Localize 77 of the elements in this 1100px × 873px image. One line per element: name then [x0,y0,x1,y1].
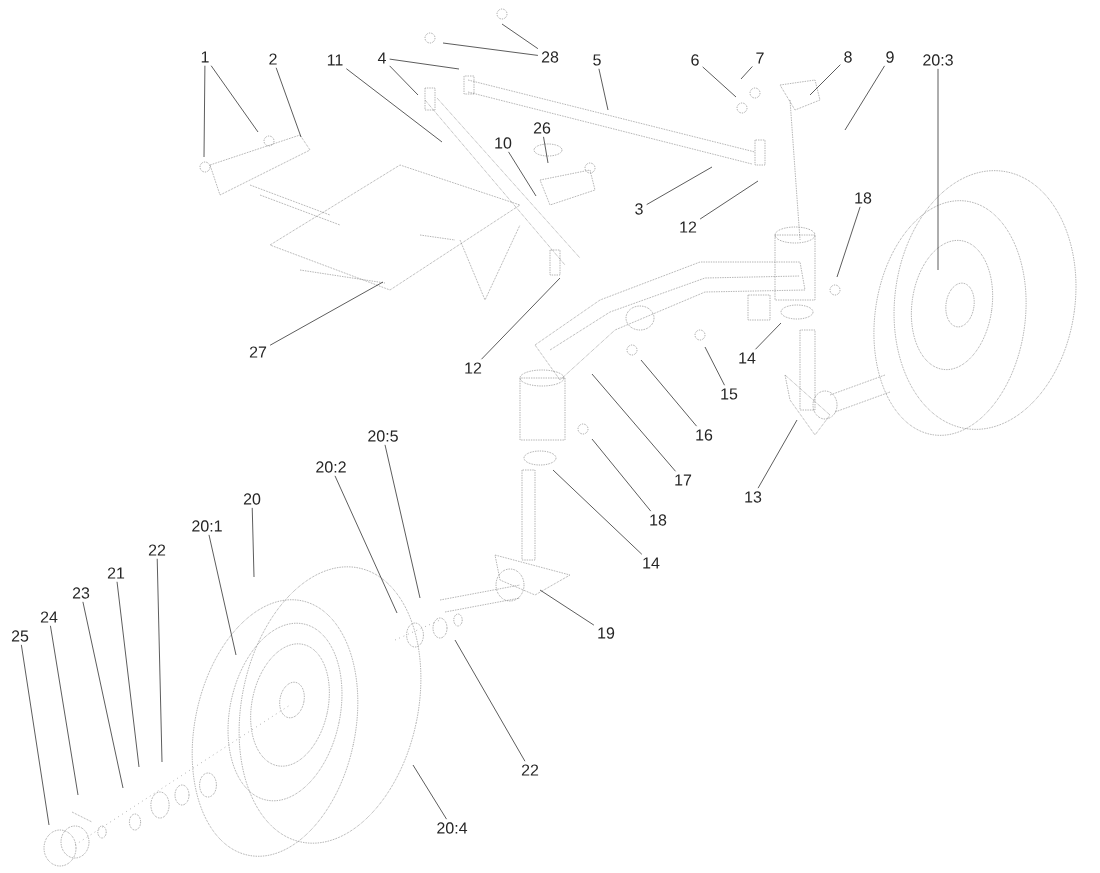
leader-line [836,206,861,278]
callout-number: 14 [643,557,660,569]
leader-line [454,639,526,762]
leader-line [334,475,398,614]
leader-line [937,68,939,271]
leader-line [757,419,798,489]
callout-number: 20:3 [923,54,953,66]
leader-line [543,136,549,164]
leader-line [552,469,643,555]
callout-number: 12 [465,362,482,374]
leader-line [269,281,384,346]
callout-number: 10 [495,137,512,149]
callout-number: 25 [11,630,29,642]
callout-number: 28 [541,51,559,63]
callout-number: 8 [844,51,852,63]
leader-line [598,68,609,111]
leader-line [591,438,652,512]
callout-number: 19 [598,627,615,639]
leader-line [203,65,206,158]
leader-line [704,346,725,386]
callout-number: 6 [691,54,699,66]
callout-number: 18 [855,192,872,204]
leader-line [539,589,595,626]
callout-number: 15 [721,388,738,400]
leader-line [508,151,537,197]
callout-number: 14 [739,352,756,364]
leader-line [156,558,163,763]
callout-number: 5 [593,54,601,66]
callout-number: 24 [40,611,58,623]
callout-number: 11 [327,54,343,66]
callout-number: 20:5 [368,430,398,442]
leader-line [412,764,447,820]
callout-number: 2 [269,53,277,65]
leader-line [389,58,460,70]
leader-line [389,65,419,96]
leader-line [442,42,539,56]
leader-line [755,322,782,350]
callout-number: 4 [377,52,386,64]
callout-number: 22 [148,544,166,556]
callout-number: 18 [650,514,667,526]
leader-line [251,507,255,578]
callout-number: 26 [533,122,551,134]
callout-number: 1 [201,51,209,63]
leader-line [208,534,237,656]
callout-number: 20 [243,493,261,505]
callout-number: 9 [886,51,894,63]
callout-number: 16 [696,429,713,441]
leader-line [702,66,737,98]
leader-line [809,64,841,96]
leader-line [20,644,50,826]
callout-number: 13 [745,491,762,503]
leader-line [591,373,676,472]
leader-line [844,65,885,131]
leader-line [275,67,302,138]
callout-number: 21 [107,567,125,579]
leader-line [345,68,443,143]
callout-number: 20:4 [437,822,468,834]
leader-line [640,359,697,427]
leader-line [740,66,753,80]
leader-line [501,23,539,50]
callout-number: 23 [72,587,90,599]
leader-line [116,581,140,768]
callout-number: 20:2 [316,461,346,473]
callout-number: 20:1 [192,520,222,532]
callout-number: 3 [635,203,643,215]
callout-number: 7 [756,52,764,64]
leader-line [481,277,561,360]
callout-number: 22 [521,764,539,776]
callout-number: 17 [675,474,692,486]
leader-line [210,65,259,133]
leader-line [50,625,79,796]
leader-line [699,180,759,220]
callout-number: 27 [249,346,267,358]
leader-line [82,601,124,789]
leader-line [384,444,421,599]
leader-line [646,166,713,205]
callout-number: 12 [680,221,697,233]
